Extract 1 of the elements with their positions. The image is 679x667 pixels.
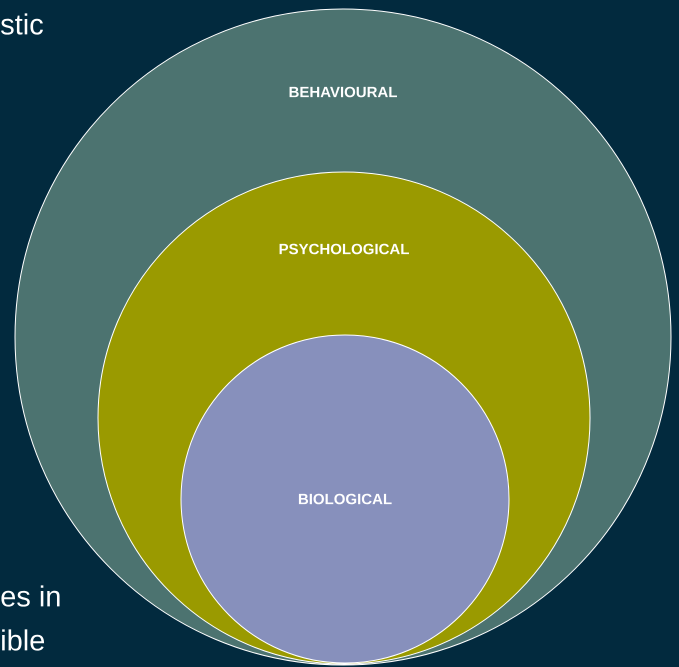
circle-region: BIOLOGICAL (180, 334, 510, 664)
